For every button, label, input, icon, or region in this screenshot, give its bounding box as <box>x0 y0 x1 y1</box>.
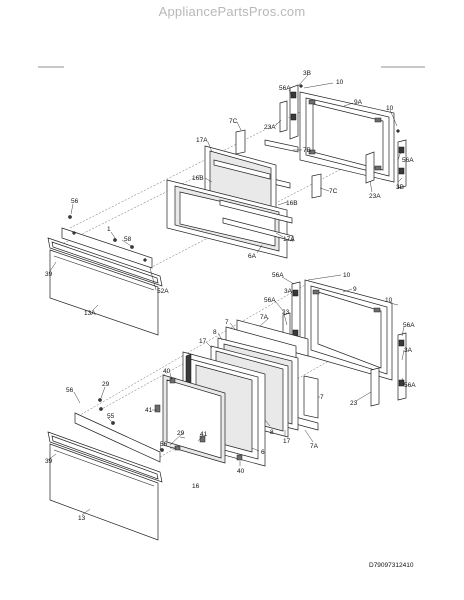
insulation-7c-right <box>311 173 322 199</box>
inner-glass-6a <box>166 179 294 259</box>
label-41-left: 41 <box>145 407 153 414</box>
liner-frame-9 <box>304 279 393 381</box>
label-58-upper: 58 <box>124 236 132 243</box>
label-9a: 9A <box>354 99 363 106</box>
label-7-left: 7 <box>225 319 229 326</box>
label-16: 16 <box>192 483 200 490</box>
handle-39-lower <box>47 431 163 483</box>
label-56-lower: 56 <box>66 387 74 394</box>
watermark: AppliancePartsPros.com <box>158 4 306 19</box>
label-56-lower-b: 56 <box>160 441 168 448</box>
label-56a-lower-right: 56A <box>403 322 415 329</box>
label-17-bottom: 17 <box>283 438 291 445</box>
door-trim-52a <box>61 227 153 269</box>
label-56-upper: 56 <box>71 198 79 205</box>
label-7-right: 7 <box>320 394 324 401</box>
label-56a-lower-a: 56A <box>272 272 284 279</box>
label-3b-top: 3B <box>303 70 311 77</box>
hinge-receiver-23-right <box>370 367 380 407</box>
label-16b-right: 16B <box>286 200 298 207</box>
glass-clips-40-41 <box>154 377 243 461</box>
hinge-3b-left <box>289 84 299 140</box>
screws-upper <box>68 84 400 249</box>
label-56a-upper-left: 56A <box>279 85 291 92</box>
label-39-upper: 39 <box>45 271 53 278</box>
label-3b-right: 3B <box>396 184 404 191</box>
lower-callouts: 56A 10 3A 9 56A 7A 7 10 56A 23 8 17 3A 5… <box>45 272 416 522</box>
handle-39 <box>47 237 163 287</box>
label-3a-right: 3A <box>404 347 413 354</box>
label-17a-right: 17A <box>283 236 295 243</box>
label-7a-bottom: 7A <box>310 443 319 450</box>
label-40-bottom: 40 <box>237 468 245 475</box>
label-10-top: 10 <box>336 79 344 86</box>
label-6a: 6A <box>248 253 257 260</box>
door-trim-lower <box>74 398 164 463</box>
label-16b-left: 16B <box>192 175 204 182</box>
hinge-3a-left <box>291 281 301 351</box>
hinge-receiver-23a-right <box>365 151 375 184</box>
label-13: 13 <box>78 515 86 522</box>
label-10-right: 10 <box>386 105 394 112</box>
label-17-left: 17 <box>199 338 207 345</box>
outer-panel-13a <box>49 249 159 336</box>
lower-leader-lines <box>47 274 405 516</box>
label-6: 6 <box>261 449 265 456</box>
label-7c-right: 7C <box>329 188 338 195</box>
label-29-left: 29 <box>102 381 110 388</box>
hinge-3a-right <box>397 332 407 401</box>
label-56a-lower-right-2: 56A <box>404 382 416 389</box>
upper-door-assembly: 3B 10 56A 9A 10 23A 7C 7B 17A 16B 56A 3B… <box>45 70 414 336</box>
liner-frame-9a <box>299 91 395 183</box>
hinge-receiver-23a-left <box>279 100 288 133</box>
label-23a-right: 23A <box>369 193 381 200</box>
insulation-7c-left <box>235 129 246 155</box>
label-40-left: 40 <box>163 368 171 375</box>
label-7c-left: 7C <box>229 118 238 125</box>
upper-leader-lines <box>49 74 403 312</box>
lower-door-assembly: 56A 10 3A 9 56A 7A 7 10 56A 23 8 17 3A 5… <box>45 272 416 541</box>
label-56a-lower-b: 56A <box>264 297 276 304</box>
label-1: 1 <box>107 226 111 233</box>
outer-glass-16 <box>162 374 226 464</box>
label-17a-left: 17A <box>196 137 208 144</box>
label-23-left: 23 <box>282 309 290 316</box>
label-23a-left: 23A <box>264 124 276 131</box>
label-52a: 52A <box>157 288 169 295</box>
outer-panel-13 <box>49 443 159 541</box>
label-23-bottom: 23 <box>350 400 358 407</box>
label-10-lower-a: 10 <box>343 272 351 279</box>
label-8-bottom: 8 <box>270 429 274 436</box>
document-number: D79097312410 <box>369 562 414 569</box>
label-56a-upper-right: 56A <box>402 157 414 164</box>
label-9: 9 <box>353 286 357 293</box>
label-8-left: 8 <box>213 329 217 336</box>
label-39-lower: 39 <box>45 458 53 465</box>
upper-callouts: 3B 10 56A 9A 10 23A 7C 7B 17A 16B 56A 3B… <box>45 70 414 317</box>
label-7a-left: 7A <box>260 314 269 321</box>
label-55: 55 <box>107 413 115 420</box>
label-7b: 7B <box>303 147 311 154</box>
label-3a-left: 3A <box>284 288 293 295</box>
label-29-middle: 29 <box>177 430 185 437</box>
label-10-lower-right: 10 <box>385 297 393 304</box>
label-41-middle: 41 <box>200 431 208 438</box>
label-13a: 13A <box>84 310 96 317</box>
